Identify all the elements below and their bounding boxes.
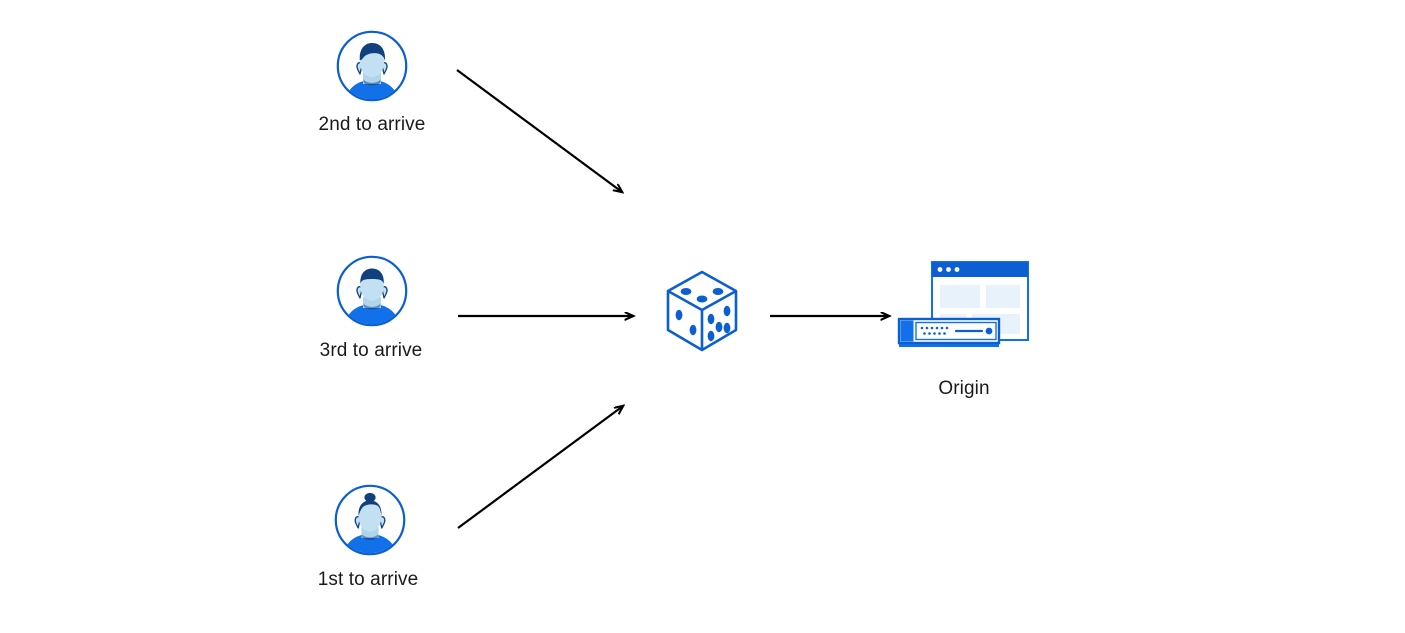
- client-label-3rd: 3rd to arrive: [319, 340, 423, 361]
- client-node-2nd: 2nd to arrive: [319, 30, 425, 135]
- client-node-3rd: 3rd to arrive: [320, 255, 422, 361]
- client-label-2nd: 2nd to arrive: [318, 114, 426, 135]
- user-avatar-icon: [336, 30, 408, 102]
- client-node-1st: 1st to arrive: [318, 484, 418, 590]
- origin-server-icon: [897, 261, 1029, 347]
- origin-node: Origin: [896, 258, 1032, 399]
- user-avatar-icon: [336, 255, 408, 327]
- load-balancer-node: [662, 268, 742, 369]
- server-appliance-icon: [897, 317, 1001, 347]
- dice-icon: [666, 270, 738, 352]
- origin-label: Origin: [938, 378, 990, 399]
- user-avatar-icon: [334, 484, 406, 556]
- arrow-1st-to-balancer: [457, 406, 623, 529]
- arrow-2nd-to-balancer: [456, 69, 622, 192]
- client-label-1st: 1st to arrive: [317, 569, 419, 590]
